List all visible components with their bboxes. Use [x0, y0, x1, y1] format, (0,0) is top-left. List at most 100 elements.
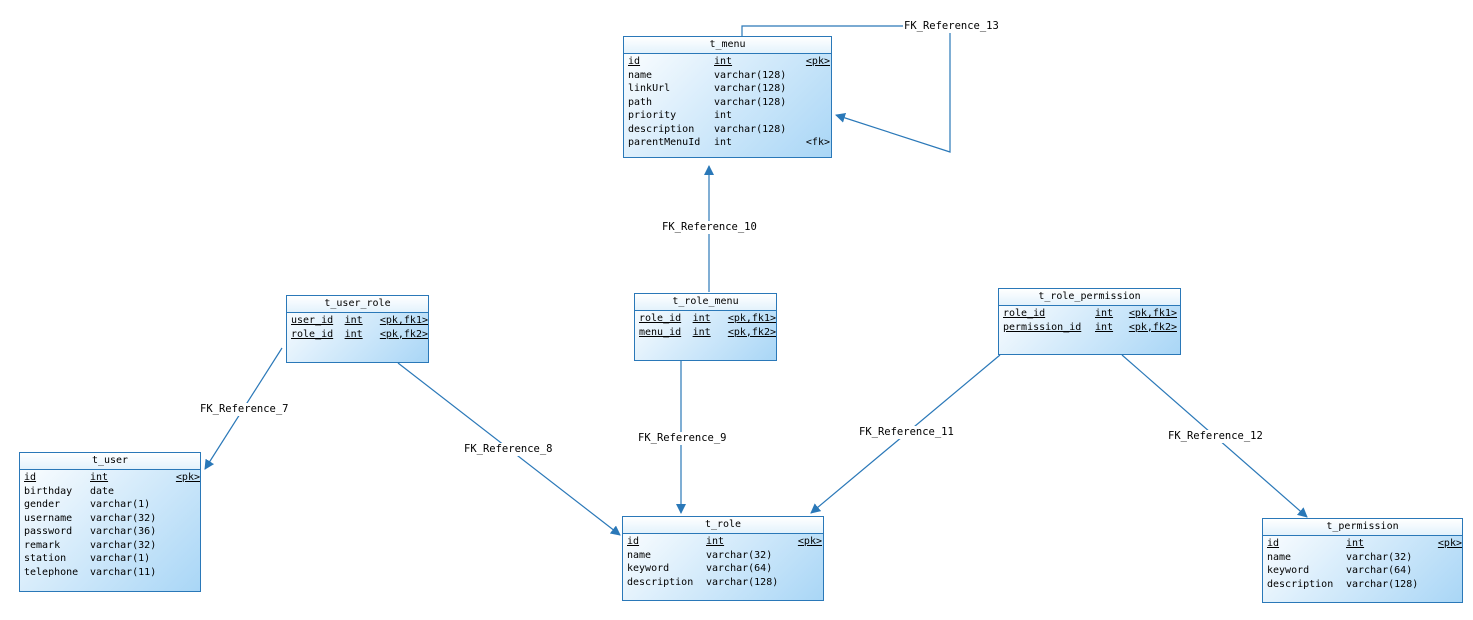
column-key [800, 96, 830, 110]
column-name: description [1267, 578, 1334, 590]
column-name: user_id [291, 315, 334, 326]
entity-title: t_role [623, 517, 823, 534]
column-key: <pk,fk2> [1128, 321, 1177, 333]
column-type: varchar(1) [90, 499, 151, 510]
column-name: path [628, 96, 653, 108]
entity-title: t_permission [1263, 519, 1462, 536]
column-key [170, 552, 200, 566]
column-name: id [1267, 538, 1280, 549]
column-name: role_id [291, 328, 334, 340]
column-type: varchar(128) [714, 69, 787, 81]
column-row: id int <pk> [628, 55, 830, 69]
column-name: parentMenuId [628, 137, 701, 148]
column-name: gender [24, 499, 61, 510]
column-type: int [714, 110, 733, 121]
column-name: id [628, 56, 641, 67]
column-row: priority int [628, 109, 830, 123]
column-row: id int <pk> [1267, 537, 1462, 551]
column-key [800, 82, 830, 96]
column-type: int [344, 315, 363, 326]
column-name: role_id [639, 313, 682, 324]
column-key [170, 498, 200, 512]
column-type: int [692, 313, 711, 324]
column-key [1432, 564, 1462, 578]
column-name: telephone [24, 566, 79, 578]
column-type: varchar(128) [714, 123, 787, 135]
column-name: keyword [627, 563, 670, 574]
column-type: int [344, 328, 363, 340]
column-key: <pk,fk1> [379, 315, 428, 326]
fk11-label: FK_Reference_11 [858, 426, 955, 439]
column-key [170, 539, 200, 553]
entity-title: t_menu [624, 37, 831, 54]
column-type: varchar(128) [706, 576, 779, 588]
column-row: description varchar(128) [628, 123, 830, 137]
column-type: int [692, 326, 711, 338]
column-name: role_id [1003, 308, 1046, 319]
entity-title: t_role_menu [635, 294, 776, 311]
column-name: username [24, 512, 73, 524]
fk12-label: FK_Reference_12 [1167, 430, 1264, 443]
column-key [1432, 551, 1462, 565]
column-name: id [24, 472, 37, 483]
column-name: keyword [1267, 565, 1310, 576]
column-key: <pk,fk1> [1128, 308, 1177, 319]
column-key: <pk,fk2> [379, 328, 428, 340]
column-type: int [90, 472, 109, 483]
column-row: linkUrl varchar(128) [628, 82, 830, 96]
column-row: description varchar(128) [627, 576, 822, 590]
column-type: varchar(32) [706, 549, 773, 561]
column-row: gender varchar(1) [24, 498, 200, 512]
column-key: <pk,fk2> [727, 326, 776, 338]
column-key [170, 485, 200, 499]
column-name: description [627, 576, 694, 588]
fk10-label: FK_Reference_10 [661, 221, 758, 234]
column-type: int [714, 56, 733, 67]
column-key: <pk> [1437, 538, 1462, 549]
column-type: varchar(128) [714, 83, 787, 94]
column-type: int [1346, 538, 1365, 549]
column-name: priority [628, 110, 677, 121]
column-key [170, 525, 200, 539]
column-key [800, 109, 830, 123]
column-key: <pk> [805, 56, 830, 67]
entity-title: t_role_permission [999, 289, 1180, 306]
column-name: description [628, 123, 695, 135]
column-key [792, 562, 822, 576]
column-name: birthday [24, 485, 73, 497]
column-name: linkUrl [628, 83, 671, 94]
column-name: remark [24, 539, 61, 551]
column-row: user_id int <pk,fk1> [291, 314, 428, 328]
column-key [1432, 578, 1462, 592]
column-name: id [627, 536, 640, 547]
